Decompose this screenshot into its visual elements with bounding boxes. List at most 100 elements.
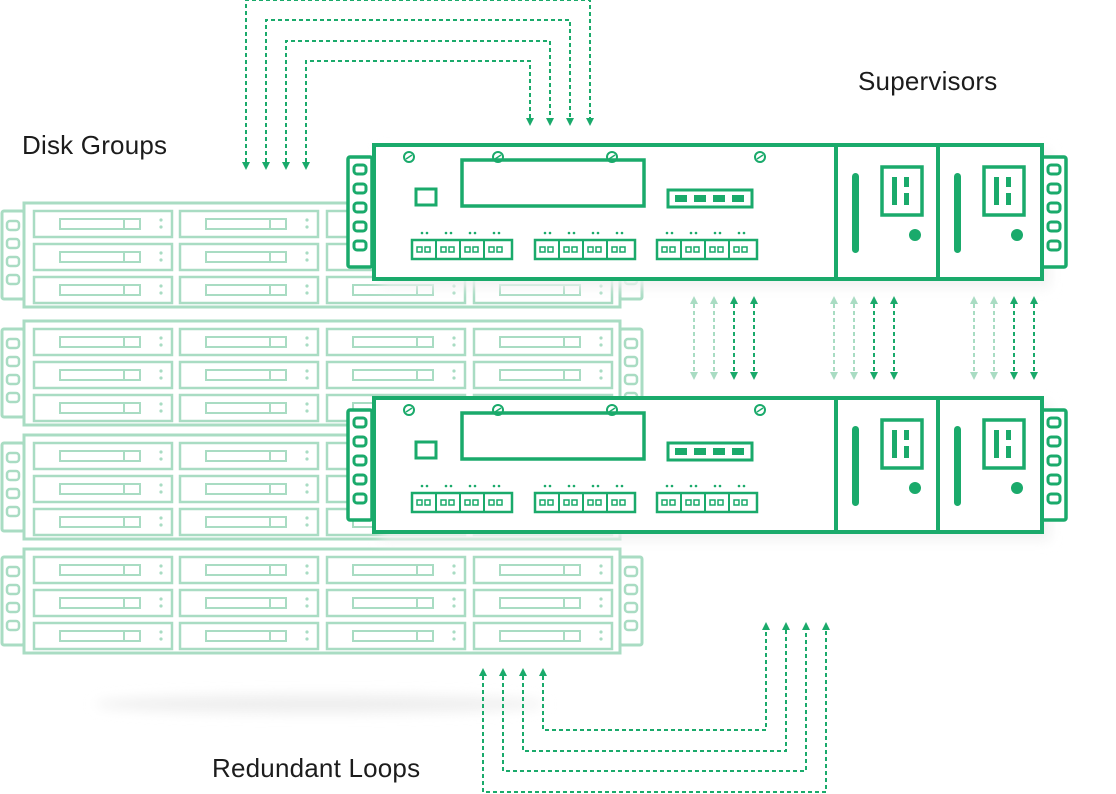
port-led xyxy=(737,484,741,488)
drive-led xyxy=(305,490,309,494)
led xyxy=(732,448,744,455)
drive-led xyxy=(159,225,163,229)
drive-led xyxy=(305,251,309,255)
drive-led xyxy=(305,218,309,222)
display-panel xyxy=(460,411,646,461)
port-led xyxy=(670,231,674,235)
ear-hole xyxy=(352,416,368,429)
drive-bay-frame xyxy=(472,621,614,651)
port-block-icon xyxy=(533,484,637,514)
led xyxy=(713,448,725,455)
ear-hole xyxy=(1046,220,1062,233)
arrowhead-up xyxy=(970,296,978,304)
port-led xyxy=(620,231,624,235)
drive-led xyxy=(452,571,456,575)
drive-led xyxy=(159,564,163,568)
drive-led xyxy=(305,637,309,641)
disk-groups-label: Disk Groups xyxy=(22,130,168,160)
psu-pin xyxy=(1006,193,1011,205)
supervisor-unit xyxy=(346,396,1068,540)
psu-pin xyxy=(994,430,999,458)
drive-bay xyxy=(472,555,614,585)
drive-led xyxy=(159,571,163,575)
drive-bay xyxy=(32,507,174,537)
arrowhead-down xyxy=(546,118,554,126)
drive-bay-frame xyxy=(32,621,174,651)
drive-led xyxy=(159,604,163,608)
port-led xyxy=(473,484,477,488)
port-pin xyxy=(472,246,479,253)
led xyxy=(694,448,706,455)
arrowhead-up xyxy=(802,622,810,630)
drive-led xyxy=(452,564,456,568)
led xyxy=(732,195,744,202)
drive-handle xyxy=(352,369,434,381)
drive-bay-frame xyxy=(178,474,320,504)
port-block-icon xyxy=(410,484,514,514)
drive-led xyxy=(159,291,163,295)
port-pin xyxy=(563,499,570,506)
port-led xyxy=(718,484,722,488)
ear-hole xyxy=(352,182,368,195)
port-block-icon xyxy=(533,231,637,261)
bidirectional-arrow xyxy=(850,296,858,380)
port-led xyxy=(567,231,571,235)
rack-ear xyxy=(0,555,26,647)
arrowhead-down xyxy=(970,372,978,380)
drive-bay-frame xyxy=(325,555,467,585)
port-led xyxy=(444,484,448,488)
ear-hole xyxy=(5,219,21,232)
drive-led xyxy=(305,516,309,520)
ear-hole xyxy=(1046,416,1062,429)
port-block-icon xyxy=(410,231,514,261)
drive-bay xyxy=(178,555,320,585)
drive-bay-frame xyxy=(472,327,614,357)
drive-bay xyxy=(32,441,174,471)
port-pin xyxy=(611,246,618,253)
port-pin xyxy=(472,499,479,506)
psu-pin xyxy=(994,177,999,205)
arrowhead-up xyxy=(890,296,898,304)
drive-bay-frame xyxy=(32,507,174,537)
port-led xyxy=(449,484,453,488)
port-pin xyxy=(717,246,724,253)
port-led xyxy=(713,484,717,488)
drive-handle xyxy=(59,597,141,609)
port-led xyxy=(670,484,674,488)
port-pin xyxy=(448,499,455,506)
drive-led xyxy=(305,225,309,229)
screw-slot xyxy=(756,154,764,160)
drive-bay-frame xyxy=(472,555,614,585)
port-led xyxy=(548,231,552,235)
ear-hole xyxy=(5,237,21,250)
drive-handle xyxy=(59,402,141,414)
rack-ear xyxy=(618,555,644,647)
drive-bay-frame xyxy=(32,209,174,239)
port-led xyxy=(492,231,496,235)
arrowhead-up xyxy=(830,296,838,304)
port-led xyxy=(497,231,501,235)
drive-led xyxy=(305,457,309,461)
bottom-loop-path xyxy=(482,630,827,793)
ear-hole xyxy=(623,583,639,596)
port-pin xyxy=(741,499,748,506)
drive-handle xyxy=(59,284,141,296)
arrowhead-up xyxy=(782,622,790,630)
ear-hole xyxy=(352,454,368,467)
drive-bay xyxy=(178,393,320,423)
arrowhead-up xyxy=(1030,296,1038,304)
drive-bay xyxy=(32,474,174,504)
bidirectional-arrow xyxy=(730,296,738,380)
ear-hole xyxy=(1046,492,1062,505)
port-pin xyxy=(571,246,578,253)
bidirectional-arrow xyxy=(1030,296,1038,380)
port-led xyxy=(591,231,595,235)
port-led xyxy=(572,484,576,488)
drive-bay-frame xyxy=(32,555,174,585)
drive-led xyxy=(305,369,309,373)
ear-hole xyxy=(5,487,21,500)
port-pin xyxy=(693,246,700,253)
port-led xyxy=(543,231,547,235)
drive-handle xyxy=(59,630,141,642)
ear-hole xyxy=(5,583,21,596)
